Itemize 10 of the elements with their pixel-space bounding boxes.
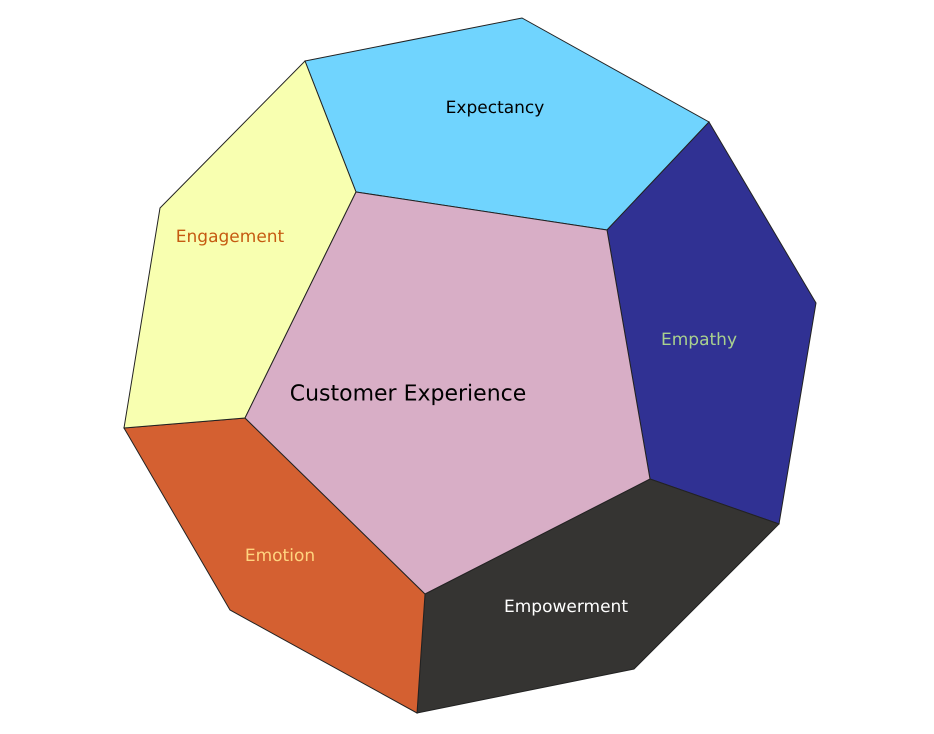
face-label: Engagement (176, 227, 284, 247)
face-label: Emotion (244, 546, 316, 566)
pentagon-face (124, 418, 425, 713)
face-label: Expectancy (446, 98, 544, 118)
face-label: Customer Experience (290, 382, 526, 406)
face-label: Empowerment (504, 597, 628, 617)
pentagon-face (607, 122, 816, 524)
pentagon-face (417, 479, 779, 713)
face-label: Empathy (661, 330, 737, 350)
pentagon-face (305, 18, 709, 230)
